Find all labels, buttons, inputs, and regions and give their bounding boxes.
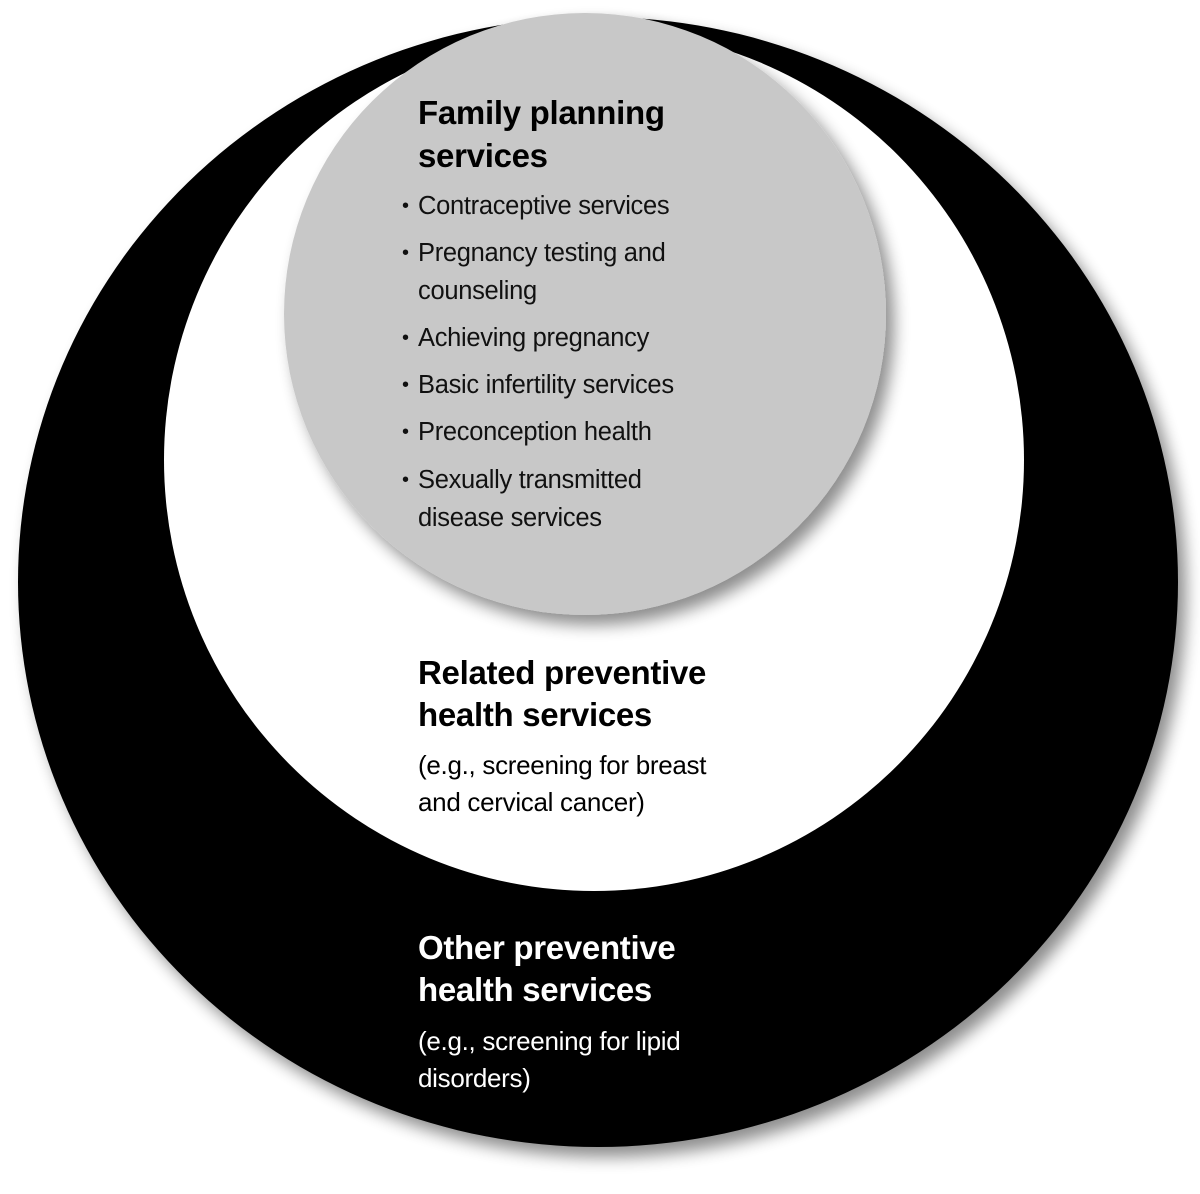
related-services-title: Related preventive health services: [418, 652, 706, 736]
item-line: disease services: [418, 504, 602, 532]
list-item: • Pregnancy testing and counseling: [402, 234, 666, 310]
list-item: • Contraceptive services: [402, 187, 670, 225]
other-services-example: (e.g., screening for lipid disorders): [418, 1023, 681, 1097]
bullet-icon: •: [402, 195, 409, 217]
example-line: (e.g., screening for lipid: [418, 1026, 681, 1056]
other-services-title: Other preventive health services: [418, 927, 676, 1011]
title-line: services: [418, 137, 548, 174]
title-line: Other preventive: [418, 929, 676, 966]
list-item: • Preconception health: [402, 413, 652, 451]
title-line: Family planning: [418, 94, 665, 131]
item-line: Achieving pregnancy: [418, 324, 650, 352]
inner-circle-family-planning: [284, 13, 886, 615]
bullet-icon: •: [402, 242, 409, 264]
bullet-icon: •: [402, 374, 409, 396]
title-line: Related preventive: [418, 654, 707, 691]
list-item: • Achieving pregnancy: [402, 319, 650, 357]
title-line: health services: [418, 696, 652, 733]
item-line: Preconception health: [418, 418, 652, 446]
item-line: Contraceptive services: [418, 192, 670, 220]
example-line: disorders): [418, 1063, 531, 1093]
example-line: (e.g., screening for breast: [418, 750, 707, 780]
bullet-icon: •: [402, 469, 409, 491]
family-planning-title: Family planning services: [418, 91, 665, 177]
list-item: • Basic infertility services: [402, 366, 674, 404]
item-line: Sexually transmitted: [418, 466, 642, 494]
bullet-icon: •: [402, 327, 409, 349]
list-item: • Sexually transmitted disease services: [402, 461, 642, 537]
title-line: health services: [418, 971, 652, 1008]
item-line: Basic infertility services: [418, 371, 674, 399]
example-line: and cervical cancer): [418, 787, 645, 817]
bullet-icon: •: [402, 421, 409, 443]
related-services-example: (e.g., screening for breast and cervical…: [418, 747, 706, 821]
item-line: counseling: [418, 277, 537, 305]
item-line: Pregnancy testing and: [418, 239, 666, 267]
